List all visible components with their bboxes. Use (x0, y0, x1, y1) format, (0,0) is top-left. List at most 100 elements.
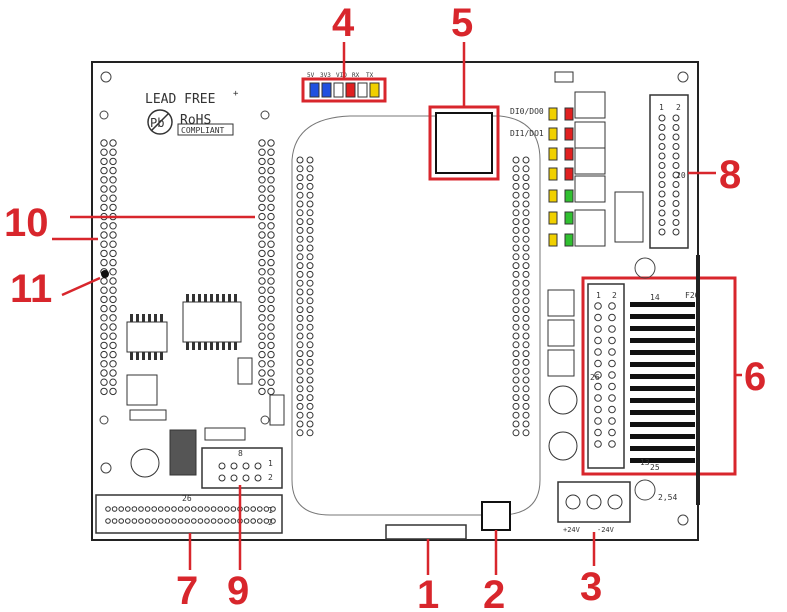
pin-pad (608, 325, 616, 333)
mount-hole-6b (634, 479, 656, 501)
pin-pad (522, 262, 530, 270)
pin-pad (296, 156, 304, 164)
pin-pad (109, 314, 117, 322)
pin-pad (306, 429, 314, 437)
pin-pad (100, 387, 108, 396)
pin-pad (522, 182, 530, 190)
pin-pad (267, 360, 275, 368)
pin-pad (184, 518, 190, 524)
pin-pad (608, 371, 616, 379)
io-led (564, 211, 574, 225)
ic-leg (186, 294, 189, 302)
pin-pad (263, 518, 270, 524)
pin-pad (267, 304, 275, 313)
pin-pad (522, 402, 530, 410)
pin-pad (258, 258, 266, 267)
connector-8-pins (658, 114, 680, 236)
pin-pad (258, 176, 266, 184)
ic-leg (142, 314, 145, 322)
pin-pad (230, 474, 238, 482)
pin-pad (258, 222, 266, 230)
pin-pad (210, 506, 217, 512)
pin-pad (672, 124, 680, 131)
pin-pad (594, 313, 602, 322)
pin-pad (267, 378, 275, 386)
pin-pad (512, 297, 520, 305)
pin-pad (100, 148, 108, 156)
pin-pad (522, 358, 530, 366)
pin-pad (306, 385, 314, 393)
pin-pad (658, 124, 666, 131)
header7-num-2: 2 (268, 518, 273, 527)
pin-pad (230, 506, 237, 512)
pin-pad (109, 185, 117, 193)
io-leds (548, 107, 574, 247)
pin-pad (658, 209, 666, 217)
pin-pad (306, 341, 314, 349)
pin-pad (267, 231, 275, 239)
io-led (564, 167, 574, 181)
ic-leg (148, 314, 151, 322)
pin-pad (608, 336, 616, 345)
pin-pad (306, 209, 314, 217)
connector-6-pins (594, 302, 616, 448)
pin-pad (306, 420, 314, 428)
ribbon-finger (630, 374, 695, 379)
ribbon-finger (630, 398, 695, 403)
ribbon-finger (630, 314, 695, 319)
pin-pad (608, 440, 616, 448)
ic-leg (204, 294, 207, 302)
pin-pad (512, 200, 520, 208)
pin-pad (109, 378, 117, 386)
mounting-holes (99, 71, 689, 526)
pin-pad (100, 350, 108, 359)
pin-pad (267, 258, 275, 267)
pin-pad (100, 286, 108, 294)
header7-num-1: 1 (268, 506, 273, 515)
pin-pad (522, 297, 530, 305)
pin-pad (522, 429, 530, 437)
ic-leg (136, 314, 139, 322)
pin-pad (512, 209, 520, 217)
callout-7: 7 (176, 569, 198, 612)
pin-pad (306, 270, 314, 278)
callout-5: 5 (451, 1, 473, 45)
pin-pad (522, 279, 530, 287)
pin-pad (594, 325, 602, 333)
pin-pad (306, 402, 314, 410)
pin-pad (267, 323, 275, 331)
pin-pad (522, 200, 530, 208)
ic-leg (222, 294, 225, 302)
pin-pad (512, 429, 520, 437)
pin-pad (522, 270, 530, 278)
pin-pad (204, 506, 210, 512)
callout-11: 11 (10, 267, 52, 311)
conn6-num-25: 25 (650, 463, 660, 472)
pin-pad (512, 332, 520, 340)
pin-pad (151, 518, 157, 524)
pin-pad (109, 258, 117, 267)
conn9-num-1: 1 (268, 459, 273, 468)
pin-pad (131, 518, 138, 524)
pin-pad (594, 440, 602, 448)
pin-pad (296, 200, 304, 208)
pin-pad (608, 302, 616, 310)
pin-pad (267, 387, 275, 396)
pin-pad (522, 218, 530, 226)
pin-pad (296, 209, 304, 217)
pin-pad (258, 277, 266, 285)
pin-pad (296, 376, 304, 384)
pin-pad (512, 165, 520, 173)
pin-pad (171, 518, 177, 524)
pin-pad (296, 262, 304, 270)
power-jack (481, 501, 511, 531)
pin-pad (230, 462, 238, 470)
ic-leg (154, 352, 157, 360)
pin-pad (267, 139, 275, 147)
pin-pad (100, 249, 108, 258)
pin-pad (306, 156, 314, 164)
io-led (564, 107, 574, 121)
pin-pad (594, 348, 602, 356)
pin-pad (522, 332, 530, 340)
pin-pad (109, 387, 117, 396)
